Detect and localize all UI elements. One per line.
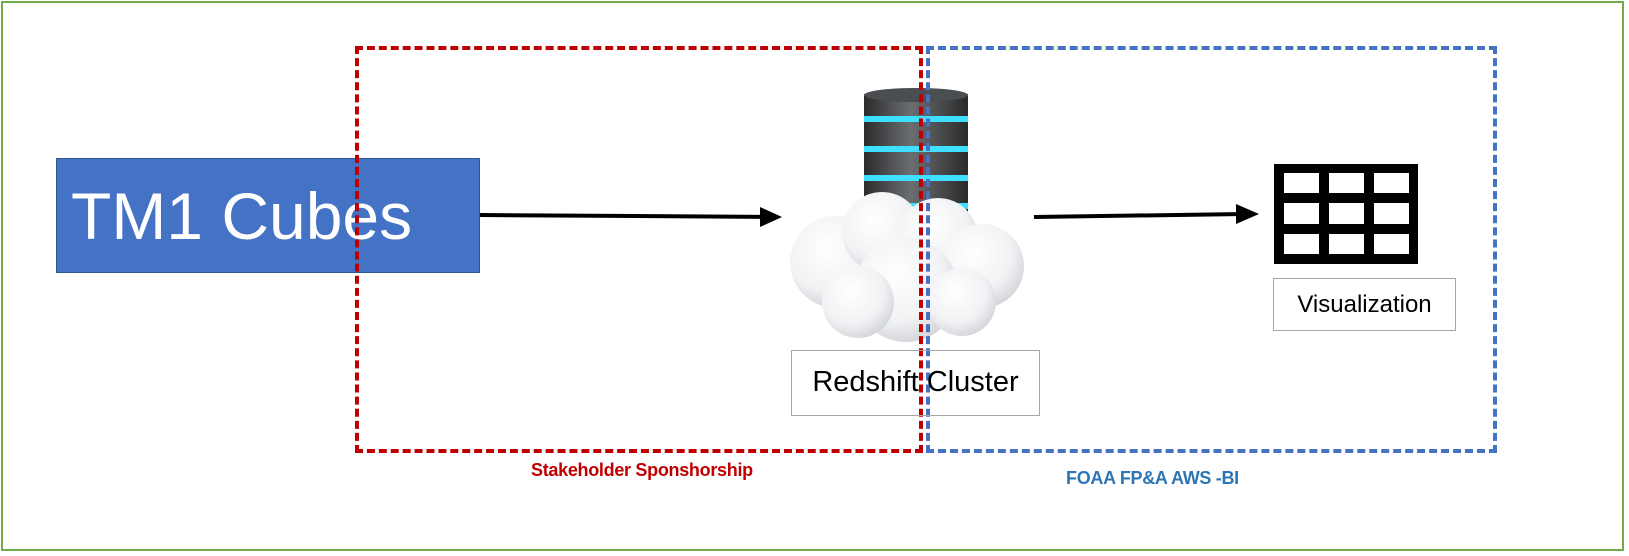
arrow-head-1 (760, 207, 782, 227)
arrow-tm1-to-redshift (479, 213, 779, 219)
stakeholder-zone-label: Stakeholder Sponshorship (531, 460, 753, 480)
redshift-cluster-label: Redshift Cluster (791, 350, 1040, 416)
arrow-head-2 (1236, 204, 1259, 224)
arrow-redshift-to-viz (1033, 212, 1245, 219)
stakeholder-zone-box (355, 46, 923, 453)
aws-bi-zone-box (926, 46, 1497, 453)
cloud-icon (790, 192, 1024, 342)
aws-bi-zone-label: FOAA FP&A AWS -BI (1066, 468, 1239, 488)
table-grid-icon (1274, 164, 1418, 264)
visualization-label: Visualization (1273, 278, 1456, 331)
